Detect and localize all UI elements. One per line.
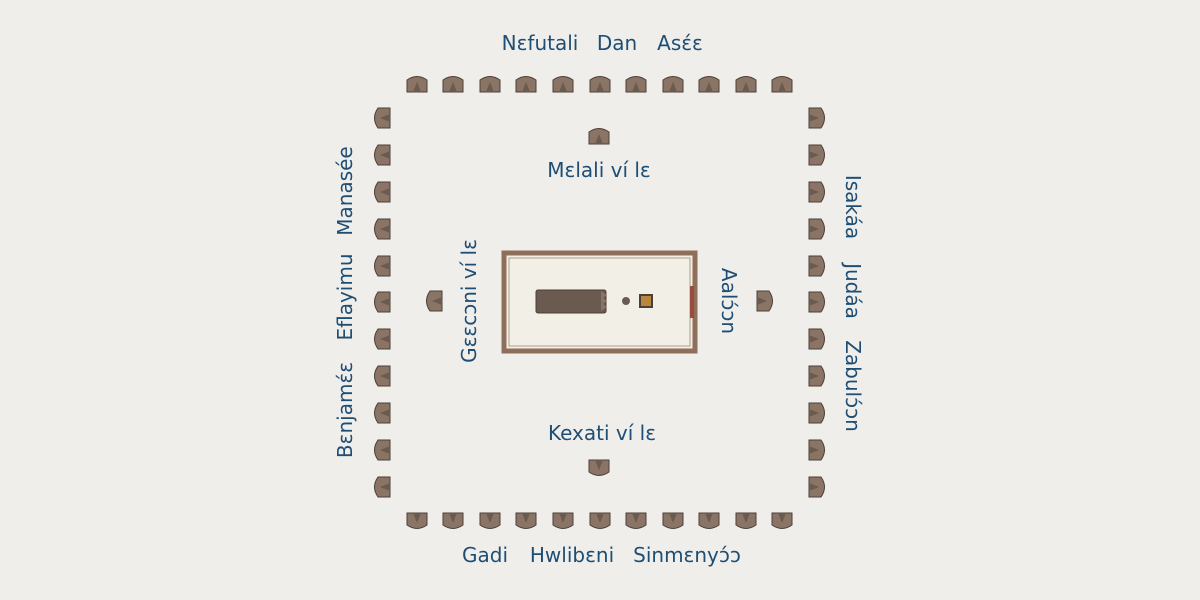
tribe-label-north-3: Asɛ́ɛ: [657, 31, 703, 55]
tent-east-3: [808, 181, 825, 203]
tent-east-5: [808, 255, 825, 277]
tribe-label-east-2: Judáa: [841, 263, 865, 319]
tribe-label-south-2: Hwlibɛni: [529, 543, 615, 567]
tribe-label-north-1: Nɛfutali: [501, 31, 579, 55]
levite-tents: [426, 128, 773, 476]
tent-south-7: [625, 512, 647, 529]
tribe-tents: [374, 76, 825, 529]
tabernacle-tent-entrance: [601, 291, 607, 311]
tent-north-4: [515, 76, 537, 93]
tribe-label-north-2: Dan: [596, 31, 638, 55]
tent-south-9: [698, 512, 720, 529]
tabernacle-court-gate: [690, 286, 694, 318]
levite-label-east: Aalɔ́ɔn: [717, 267, 741, 335]
tent-west-2: [374, 144, 391, 166]
tent-east-8: [808, 365, 825, 387]
levite-label-west: Gɛɛcɔni ví lɛ: [457, 239, 481, 363]
tent-north-11: [771, 76, 793, 93]
levite-label-south: Kexati ví lɛ: [547, 421, 657, 445]
tent-south-4: [515, 512, 537, 529]
tent-north-10: [735, 76, 757, 93]
tent-east-11: [808, 476, 825, 498]
tent-east-10: [808, 439, 825, 461]
tent-west-8: [374, 365, 391, 387]
tent-west-4: [374, 218, 391, 240]
tribe-label-east-3: Zabulɔ́ɔn: [841, 340, 865, 432]
levite-tent-south: [588, 459, 610, 476]
tent-west-6: [374, 291, 391, 313]
tent-west-9: [374, 402, 391, 424]
tent-north-3: [479, 76, 501, 93]
tent-west-11: [374, 476, 391, 498]
tent-south-10: [735, 512, 757, 529]
tent-east-4: [808, 218, 825, 240]
tent-north-7: [625, 76, 647, 93]
tent-north-9: [698, 76, 720, 93]
tent-east-1: [808, 107, 825, 129]
tent-south-1: [406, 512, 428, 529]
tent-south-6: [589, 512, 611, 529]
tent-north-6: [589, 76, 611, 93]
tent-west-5: [374, 255, 391, 277]
tent-east-2: [808, 144, 825, 166]
tribe-label-west-1: Manasée: [333, 146, 357, 236]
tribe-label-south-3: Sinmɛnyɔ́ɔ: [633, 543, 741, 567]
laver-icon: [622, 297, 630, 305]
levite-tent-east: [756, 290, 773, 312]
tent-north-5: [552, 76, 574, 93]
tent-east-7: [808, 328, 825, 350]
tent-south-11: [771, 512, 793, 529]
levite-tent-north: [588, 128, 610, 145]
altar-icon: [639, 294, 653, 308]
tent-north-8: [662, 76, 684, 93]
tabernacle: [501, 250, 698, 354]
tent-east-6: [808, 291, 825, 313]
tent-south-2: [442, 512, 464, 529]
tent-south-8: [662, 512, 684, 529]
levite-label-north: Mɛlali ví lɛ: [547, 158, 651, 182]
tent-north-2: [442, 76, 464, 93]
tent-east-9: [808, 402, 825, 424]
tent-north-1: [406, 76, 428, 93]
tabernacle-tent: [535, 289, 607, 314]
tribe-label-east-1: Isakáa: [841, 174, 865, 240]
tribe-label-west-2: Eflayimu: [333, 253, 357, 341]
tent-west-7: [374, 328, 391, 350]
tent-south-3: [479, 512, 501, 529]
tent-west-3: [374, 181, 391, 203]
tent-south-5: [552, 512, 574, 529]
tribe-label-south-1: Gadi: [461, 543, 509, 567]
tribe-label-west-3: Bɛnjamɛ́ɛ: [333, 361, 357, 459]
levite-tent-west: [426, 290, 443, 312]
tent-west-10: [374, 439, 391, 461]
tent-west-1: [374, 107, 391, 129]
